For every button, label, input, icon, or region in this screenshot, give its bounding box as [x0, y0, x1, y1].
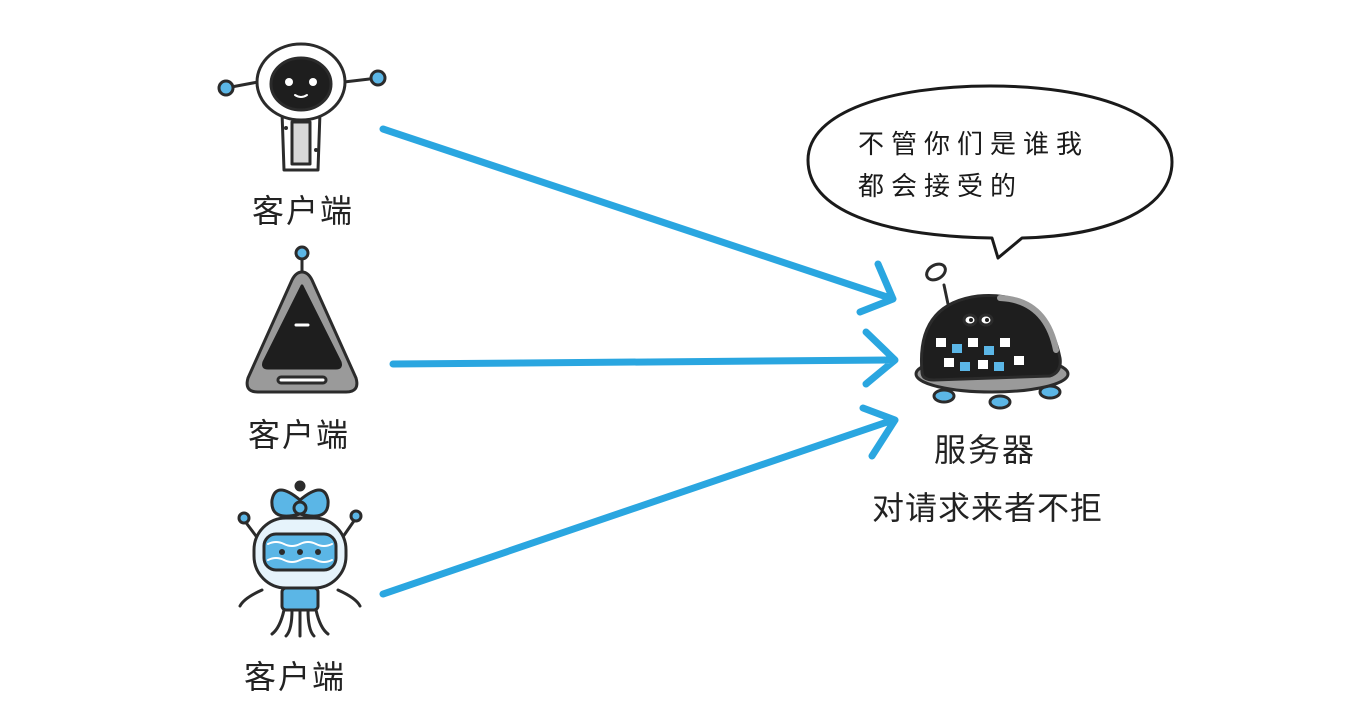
- request-arrows: [379, 125, 899, 598]
- client-robot-2-icon: [245, 245, 359, 394]
- server-label: 服务器: [934, 431, 1037, 469]
- arrow-client-1: [379, 125, 897, 316]
- client-robot-3-icon: [237, 480, 363, 638]
- client-robot-1-icon: [217, 42, 387, 172]
- server-robot-icon: [914, 262, 1070, 410]
- arrow-client-3: [379, 404, 899, 598]
- client-label-3: 客户端: [244, 658, 347, 696]
- server-caption: 对请求来者不拒: [872, 489, 1104, 527]
- client-label-2: 客户端: [248, 416, 351, 454]
- speech-text-line-2: 都会接受的: [858, 172, 1024, 202]
- speech-text-line-1: 不管你们是谁我: [858, 130, 1090, 160]
- arrow-client-2: [389, 328, 899, 388]
- speech-bubble: [806, 84, 1174, 260]
- client-label-1: 客户端: [252, 192, 355, 230]
